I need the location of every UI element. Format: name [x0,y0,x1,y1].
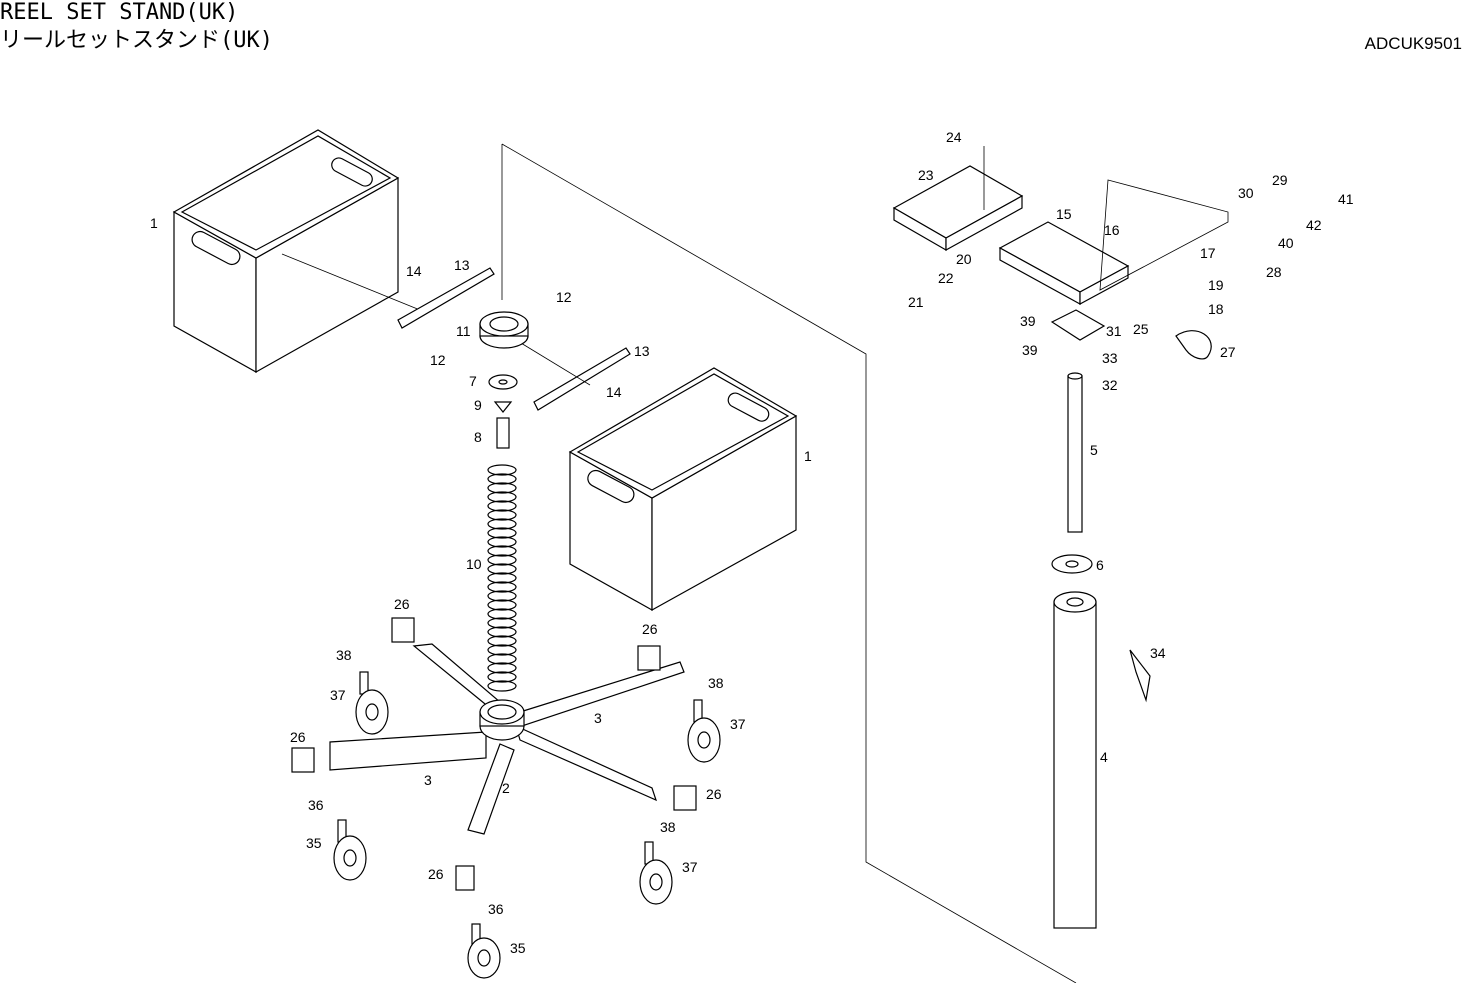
callout-label: 34 [1150,645,1166,661]
callout-label: 35 [306,835,322,851]
callout-label: 13 [634,343,650,359]
callout-label: 12 [556,289,572,305]
end-cap [456,866,474,890]
callout-label: 24 [946,129,962,145]
callout-label: 12 [430,352,446,368]
pipe [1054,602,1096,928]
nut [495,402,511,412]
callout-label: 39 [1022,342,1038,358]
end-cap [292,748,314,772]
caster [468,924,500,978]
callout-label: 37 [730,716,746,732]
callout-label: 41 [1338,191,1354,207]
callout-label: 33 [1102,350,1118,366]
callout-label: 18 [1208,301,1224,317]
tool-box-left [174,130,420,372]
callout-label: 37 [682,859,698,875]
caster [356,672,388,734]
callout-label: 31 [1106,323,1122,339]
collar [480,312,528,348]
callout-label: 19 [1208,277,1224,293]
spring [488,465,516,691]
callout-label: 16 [1104,222,1120,238]
callout-label: 7 [469,373,477,389]
caster [688,700,720,762]
caster [640,842,672,904]
callout-label: 29 [1272,172,1288,188]
callout-label: 21 [908,294,924,310]
end-cap [674,786,696,810]
callout-label: 17 [1200,245,1216,261]
callout-label: 28 [1266,264,1282,280]
callout-label: 11 [456,323,471,339]
callout-label: 1 [804,448,812,464]
callout-label: 39 [1020,313,1036,329]
callout-label: 36 [488,901,504,917]
callout-label: 36 [308,797,324,813]
callout-label: 26 [706,786,722,802]
callout-label: 40 [1278,235,1294,251]
tool-box-right [570,368,796,610]
callout-label: 26 [428,866,444,882]
bolt [497,418,509,448]
callout-label: 10 [466,556,482,572]
flange [1052,310,1104,340]
callout-label: 22 [938,270,954,286]
callout-label: 14 [606,384,622,400]
callout-label: 26 [642,621,658,637]
callout-label: 9 [474,397,482,413]
callout-label: 26 [290,729,306,745]
callout-label: 2 [502,780,510,796]
callout-label: 30 [1238,185,1254,201]
end-cap [638,646,660,670]
callout-label: 35 [510,940,526,956]
callout-label: 23 [918,167,934,183]
bracket-right [534,348,630,410]
callout-label: 3 [594,710,602,726]
shaft [1068,376,1082,532]
callout-label: 38 [336,647,352,663]
callout-label: 38 [708,675,724,691]
callout-label: 38 [660,819,676,835]
callout-label: 25 [1133,321,1149,337]
clamp-lever [1130,650,1150,700]
callout-label: 32 [1102,377,1118,393]
tray [894,166,1022,250]
callout-label: 14 [406,263,422,279]
callout-label: 1 [150,215,158,231]
callout-label: 4 [1100,749,1108,765]
shaft-washer [1052,555,1092,573]
callout-label: 3 [424,772,432,788]
callout-label: 6 [1096,557,1104,573]
callout-label: 27 [1220,344,1236,360]
callout-label: 20 [956,251,972,267]
callout-label: 26 [394,596,410,612]
callout-label: 13 [454,257,470,273]
callout-label: 42 [1306,217,1322,233]
callout-label: 8 [474,429,482,445]
callout-label: 15 [1056,206,1072,222]
caster [334,820,366,880]
callout-label: 37 [330,687,346,703]
end-cap [392,618,414,642]
knob [1176,331,1211,359]
washer [489,375,517,389]
callout-label: 5 [1090,442,1098,458]
